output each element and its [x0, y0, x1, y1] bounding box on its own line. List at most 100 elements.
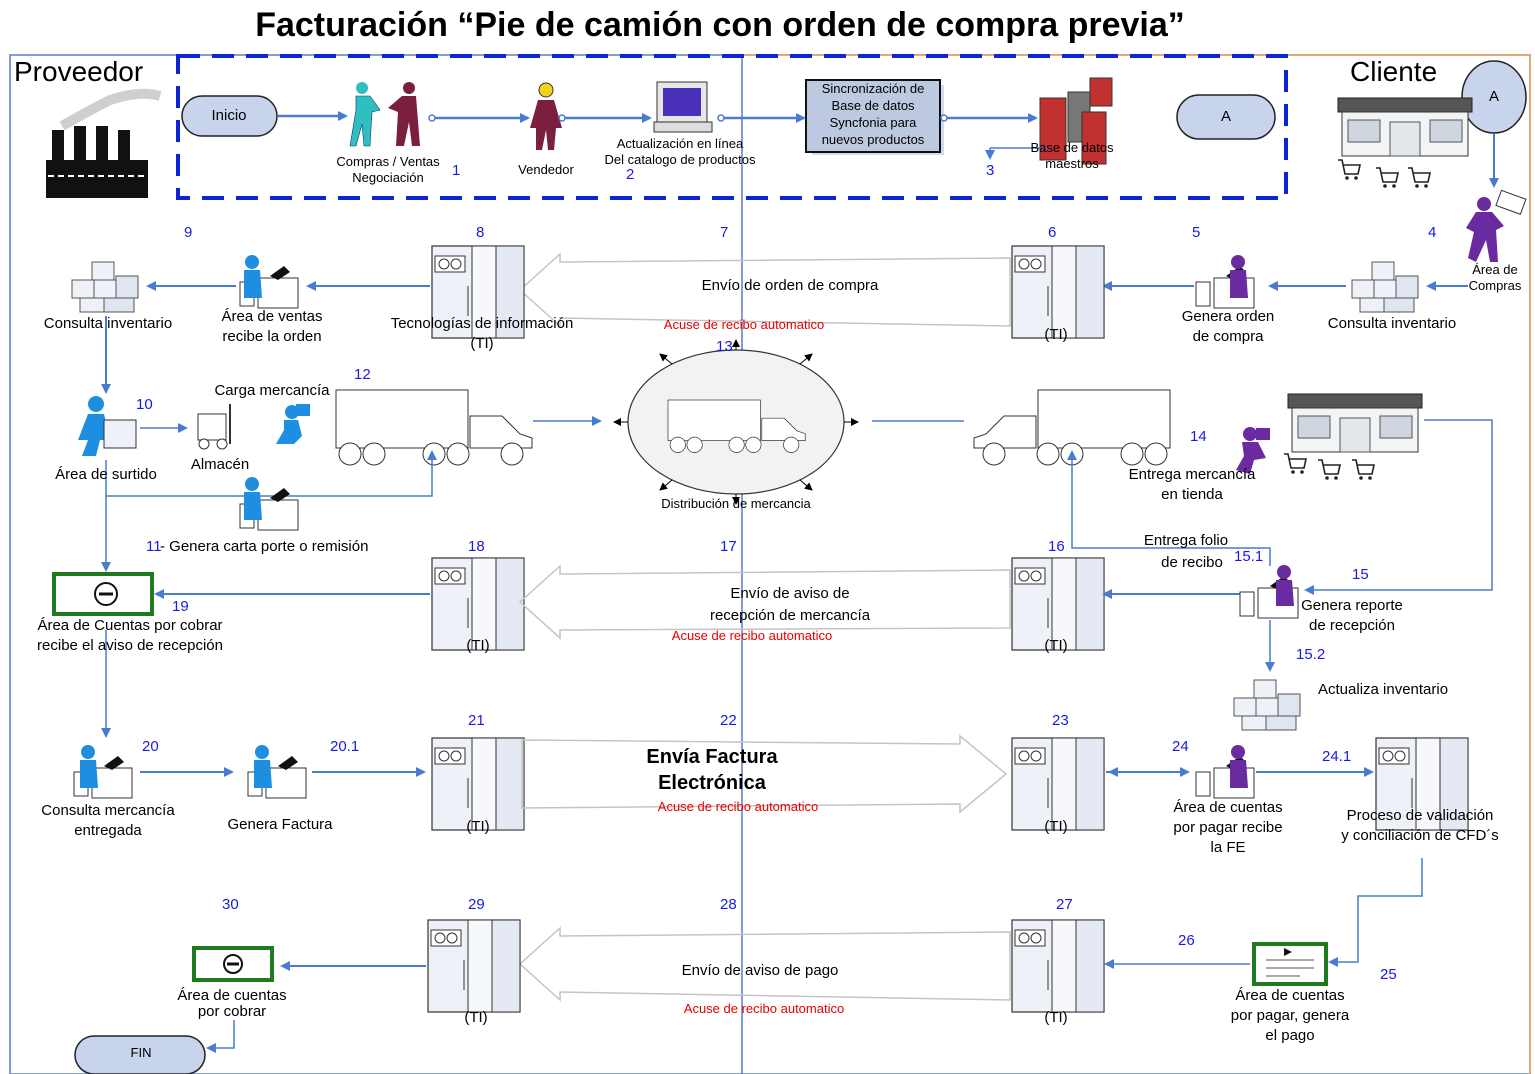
step2-label-a: Actualización en línea: [616, 136, 744, 151]
seller-person-icon: [530, 82, 562, 150]
picker-person-icon: [78, 396, 137, 456]
db-label-a: Base de datos: [1030, 140, 1114, 155]
reception-clerk-icon: [1239, 565, 1299, 619]
step-number-2: 2: [626, 166, 635, 183]
truck-icon-12: [335, 389, 533, 466]
buyer-person-icon: [1466, 189, 1527, 262]
aviso-pago-label: Envío de aviso de pago: [681, 962, 839, 979]
inquiry-clerk-icon: [73, 745, 133, 799]
negotiation-people-icon: [349, 82, 420, 147]
ti-label-8a: Tecnologías de información: [390, 315, 574, 332]
folio-label-a: Entrega folio: [1143, 532, 1229, 549]
database-servers-icon: [1039, 77, 1113, 165]
inventory-boxes-icon-prov: [71, 261, 139, 313]
step-number-24-1: 24.1: [1322, 748, 1352, 765]
ti-server-23: [1011, 737, 1105, 831]
seller-label: Vendedor: [518, 162, 574, 177]
lane-label-cliente: Cliente: [1350, 56, 1438, 87]
ti-label-29: (TI): [464, 1009, 488, 1026]
ti-label-6: (TI): [1044, 326, 1068, 343]
sync-box: [805, 79, 941, 153]
ti-label-16: (TI): [1044, 637, 1068, 654]
invoice-clerk-icon: [247, 745, 307, 799]
delivery-person-icon: [1236, 427, 1270, 474]
payment-certificate-icon: [1252, 942, 1328, 986]
ti-server-21: [431, 737, 525, 831]
ti-server-29: [427, 919, 521, 1013]
ti-label-23: (TI): [1044, 818, 1068, 835]
ti-label-8b: (TI): [470, 335, 494, 352]
sync-line-3: Syncfonia para: [829, 115, 917, 130]
lane-label-proveedor: Proveedor: [14, 56, 144, 87]
sales-clerk-icon: [239, 255, 299, 309]
update-inventory-boxes-icon: [1233, 679, 1301, 731]
step-number-28: 28: [720, 896, 737, 913]
ti-server-27: [1011, 919, 1105, 1013]
a-terminal-box: [1176, 94, 1276, 140]
ventas-label-a: Área de ventas: [221, 308, 323, 325]
cxp-recibe-b: por pagar recibe: [1173, 819, 1283, 836]
step1-label-b: Negociación: [352, 170, 424, 185]
loader-person-icon: [276, 404, 310, 444]
step-number-3: 3: [986, 162, 995, 179]
forklift-icon: [197, 404, 231, 450]
computer-icon: [653, 81, 713, 133]
step-number-29: 29: [468, 896, 485, 913]
cxp-pago-a: Área de cuentas: [1235, 987, 1345, 1004]
purchase-order-clerk-icon: [1195, 255, 1255, 309]
step-number-15-1: 15.1: [1234, 548, 1264, 565]
acuse-label-2: Acuse de recibo automatico: [671, 628, 833, 643]
ti-server-6: [1011, 245, 1105, 339]
entrega-tienda-b: en tienda: [1161, 486, 1223, 503]
step-number-27: 27: [1056, 896, 1073, 913]
step-number-10: 10: [136, 396, 153, 413]
step-number-6: 6: [1048, 224, 1057, 241]
step-number-8: 8: [476, 224, 485, 241]
step-number-17: 17: [720, 538, 737, 555]
step-number-25: 25: [1380, 966, 1397, 983]
acuse-label-1: Acuse de recibo automatico: [663, 317, 825, 332]
cxc-label-a: Área de cuentas: [177, 987, 287, 1004]
step-number-4: 4: [1428, 224, 1437, 241]
start-label: Inicio: [211, 107, 247, 124]
entrega-tienda-a: Entrega mercancía: [1128, 466, 1256, 483]
consulta-merc-b: entregada: [74, 822, 142, 839]
ti-label-18: (TI): [466, 637, 490, 654]
envia-fe-b: Electrónica: [658, 772, 766, 794]
step-number-16: 16: [1048, 538, 1065, 555]
end-terminal: [74, 1035, 206, 1074]
sync-line-4: nuevos productos: [821, 132, 925, 147]
step-number-14: 14: [1190, 428, 1207, 445]
step-number-13: 13: [716, 338, 733, 355]
step2-label-b: Del catalogo de productos: [604, 152, 756, 167]
step-number-11: 11: [146, 538, 162, 555]
consulta-inventario-prov: Consulta inventario: [43, 315, 173, 332]
step-number-1: 1: [452, 162, 461, 179]
cxc-recibe-b: recibe el aviso de recepción: [37, 637, 223, 654]
folio-label-b: de recibo: [1161, 554, 1223, 571]
end-label: FIN: [130, 1045, 152, 1060]
sync-line-1: Sincronización de: [821, 81, 925, 96]
validacion-a: Proceso de validación: [1346, 807, 1494, 824]
payables-clerk-icon: [1195, 745, 1255, 799]
ventas-label-b: recibe la orden: [222, 328, 322, 345]
cxc-recibe-a: Área de Cuentas por cobrar: [37, 617, 223, 634]
factory-icon: [46, 88, 162, 198]
carta-porte-label: - Genera carta porte o remisión: [160, 538, 369, 555]
genera-factura-label: Genera Factura: [227, 816, 333, 833]
step-number-30: 30: [222, 896, 239, 913]
envio-oc-label: Envío de orden de compra: [701, 277, 879, 294]
distribucion-label: Distribución de mercancia: [661, 496, 811, 511]
cxc-label-b: por cobrar: [197, 1003, 267, 1020]
envia-fe-a: Envía Factura: [646, 746, 778, 768]
sync-line-2: Base de datos: [831, 98, 915, 113]
carga-label: Carga mercancía: [214, 382, 330, 399]
consulta-inventario-cliente: Consulta inventario: [1327, 315, 1457, 332]
waybill-clerk-icon: [239, 477, 299, 531]
cxp-pago-c: el pago: [1265, 1027, 1315, 1044]
store-icon-14: [1287, 393, 1423, 453]
step-number-15-2: 15.2: [1296, 646, 1326, 663]
step-number-20-1: 20.1: [330, 738, 360, 755]
cxp-pago-b: por pagar, genera: [1230, 1007, 1350, 1024]
